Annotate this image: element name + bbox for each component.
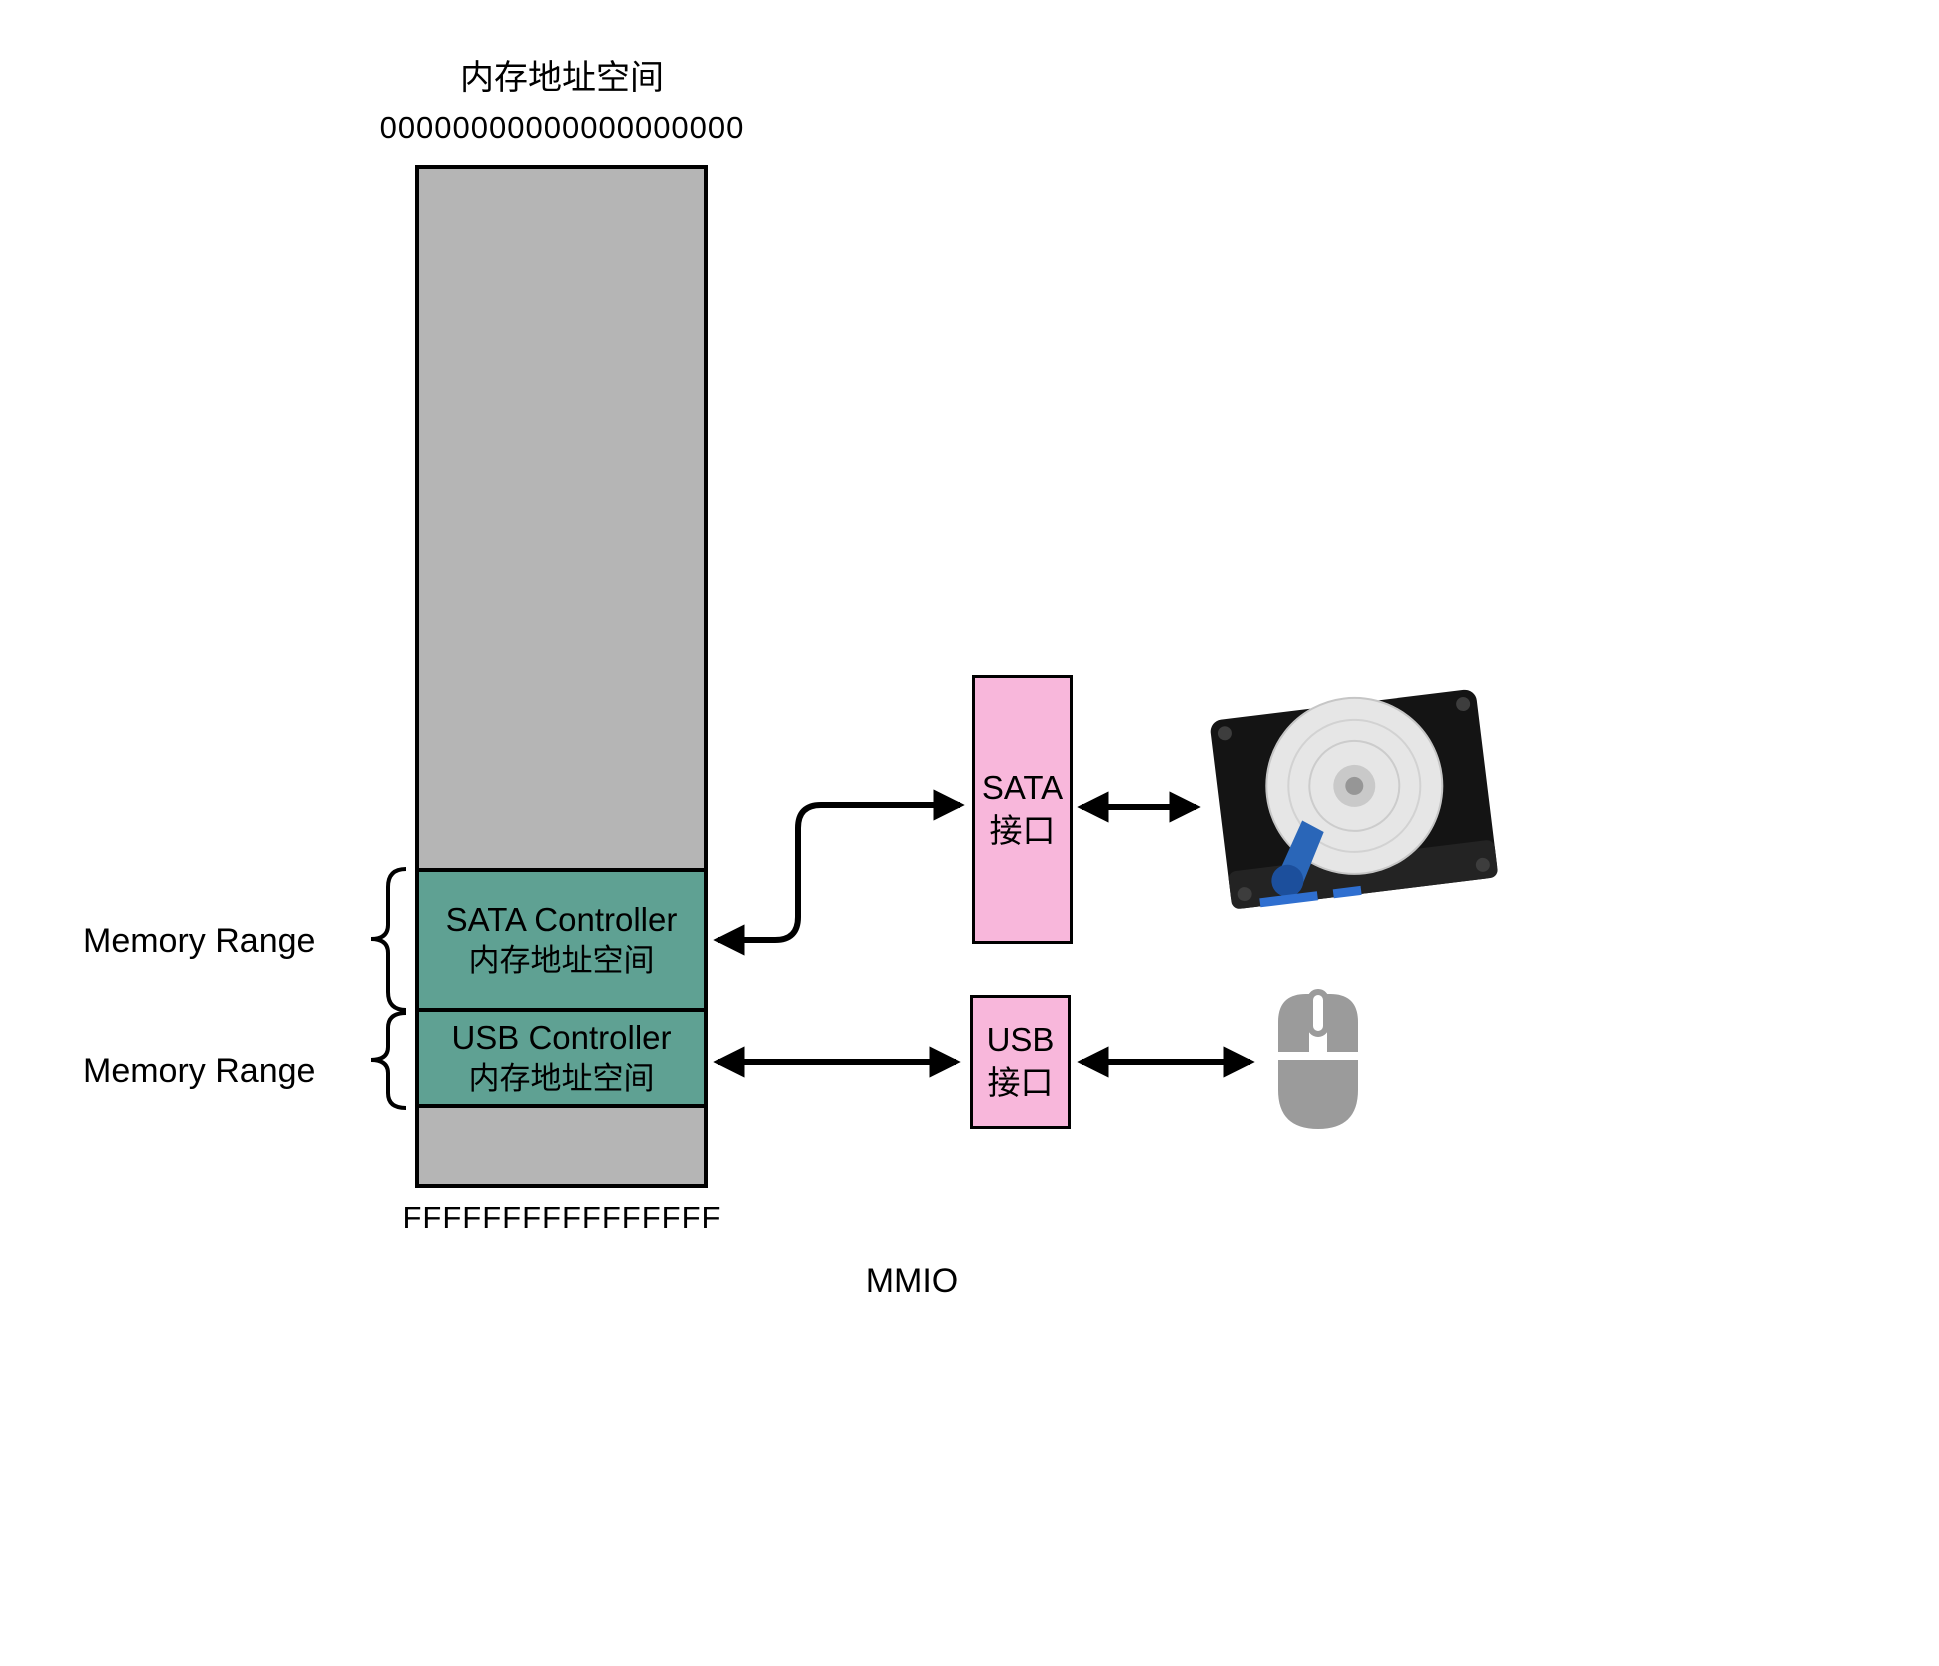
usb-interface-sublabel: 接口 — [987, 1064, 1054, 1101]
mouse-icon — [1278, 989, 1358, 1129]
memory-range-label-usb: Memory Range — [83, 1052, 316, 1090]
usb-controller-label: USB Controller — [451, 1019, 672, 1057]
sata-controller-to-interface-arrow — [713, 789, 965, 956]
usb-controller-sublabel: 内存地址空间 — [468, 1061, 655, 1097]
mmio-label: MMIO — [865, 1262, 959, 1300]
sata-controller-memory-section: SATA Controller 内存地址空间 — [419, 868, 704, 1012]
usb-interface-label: USB — [986, 1021, 1055, 1059]
sata-controller-label: SATA Controller — [445, 901, 678, 939]
address-bottom-label: FFFFFFFFFFFFFFFF — [402, 1200, 722, 1235]
memory-address-space-bar: SATA Controller 内存地址空间 USB Controller 内存… — [415, 165, 708, 1188]
address-top-label: 00000000000000000000 — [379, 110, 745, 145]
sata-interface-label: SATA — [981, 768, 1064, 806]
sata-memory-range-brace — [370, 867, 407, 1012]
usb-interface-box: USB 接口 — [970, 995, 1071, 1129]
sata-controller-sublabel: 内存地址空间 — [468, 943, 655, 979]
sata-interface-sublabel: 接口 — [989, 811, 1056, 849]
memory-range-label-sata: Memory Range — [83, 922, 316, 960]
usb-controller-memory-section: USB Controller 内存地址空间 — [419, 1012, 704, 1108]
usb-memory-range-brace — [370, 1011, 407, 1110]
memory-space-title: 内存地址空间 — [460, 59, 664, 97]
hard-disk-icon — [1210, 689, 1498, 909]
sata-interface-box: SATA 接口 — [972, 675, 1073, 944]
